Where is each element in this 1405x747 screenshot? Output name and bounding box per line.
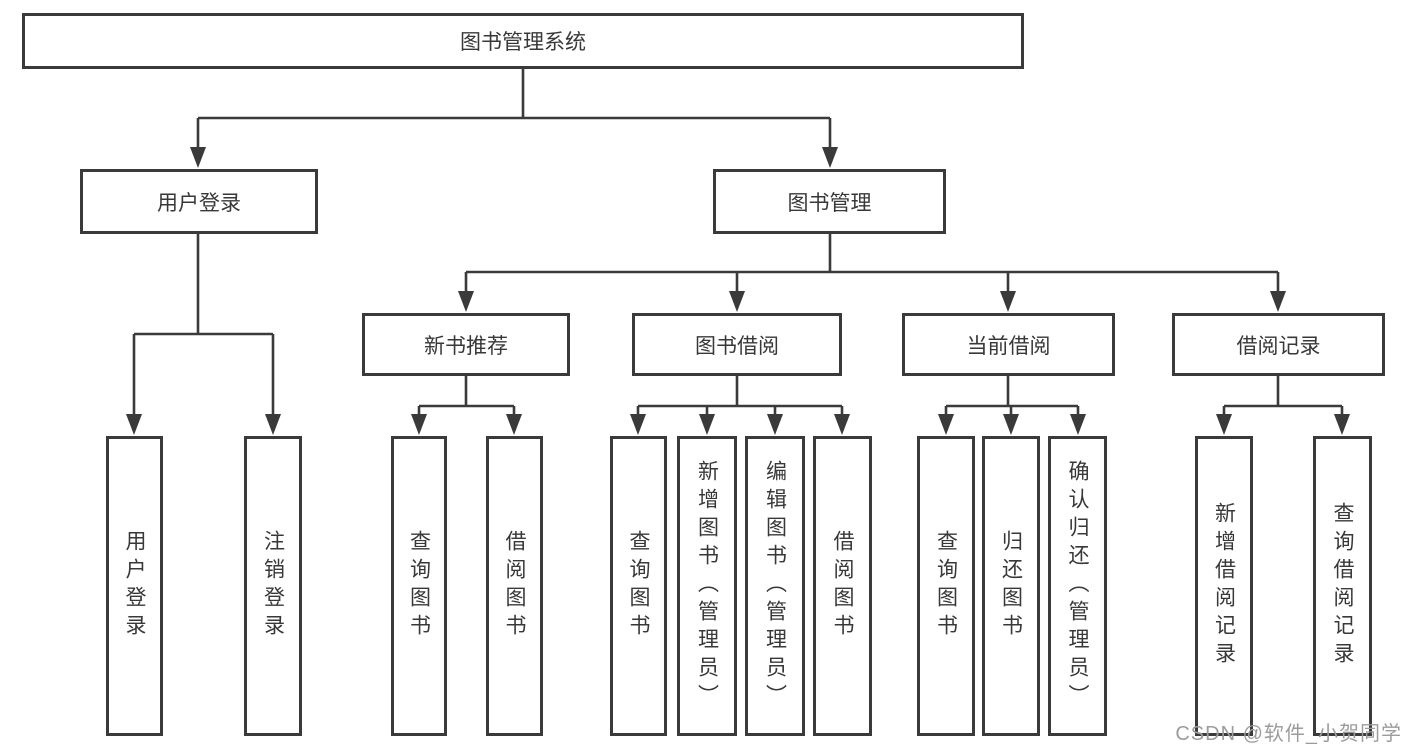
leaf-borrow-book: 借阅图书 — [813, 436, 872, 736]
node-new-book-recommend-label: 新书推荐 — [424, 334, 508, 358]
leaf-query-book-recommend-label: 查询图书 — [407, 530, 431, 642]
node-user-login: 用户登录 — [80, 169, 318, 234]
leaf-query-book-current: 查询图书 — [917, 436, 975, 736]
leaf-query-borrow-record: 查询借阅记录 — [1313, 436, 1372, 736]
node-current-borrow-label: 当前借阅 — [966, 334, 1051, 358]
leaf-query-book-borrow: 查询图书 — [610, 436, 667, 736]
leaf-edit-book-admin-label: 编辑图书（管理员） — [763, 460, 787, 712]
leaf-query-book-current-label: 查询图书 — [934, 530, 958, 642]
leaf-add-borrow-record: 新增借阅记录 — [1195, 436, 1253, 736]
node-borrow-records-label: 借阅记录 — [1236, 334, 1321, 358]
csdn-watermark: CSDN @软件_小贺同学 — [1175, 723, 1402, 745]
leaf-query-book-recommend: 查询图书 — [391, 436, 447, 736]
node-new-book-recommend: 新书推荐 — [362, 313, 570, 376]
leaf-confirm-return-admin-label: 确认归还（管理员） — [1066, 460, 1089, 712]
leaf-borrow-book-label: 借阅图书 — [831, 530, 854, 642]
leaf-edit-book-admin: 编辑图书（管理员） — [745, 436, 805, 736]
node-root-label: 图书管理系统 — [460, 31, 586, 54]
leaf-logout-label: 注销登录 — [261, 530, 285, 642]
leaf-return-book-label: 归还图书 — [999, 530, 1023, 642]
node-root: 图书管理系统 — [22, 13, 1024, 69]
node-borrow-records: 借阅记录 — [1172, 313, 1385, 376]
leaf-query-book-borrow-label: 查询图书 — [627, 530, 650, 642]
leaf-return-book: 归还图书 — [982, 436, 1040, 736]
node-book-management: 图书管理 — [713, 169, 946, 234]
leaf-add-borrow-record-label: 新增借阅记录 — [1212, 502, 1236, 670]
leaf-add-book-admin: 新增图书（管理员） — [677, 436, 737, 736]
leaf-borrow-book-recommend-label: 借阅图书 — [503, 530, 526, 642]
leaf-borrow-book-recommend: 借阅图书 — [486, 436, 543, 736]
leaf-query-borrow-record-label: 查询借阅记录 — [1331, 502, 1354, 670]
leaf-add-book-admin-label: 新增图书（管理员） — [695, 460, 719, 712]
node-user-login-label: 用户登录 — [157, 191, 241, 215]
node-current-borrow: 当前借阅 — [902, 313, 1115, 376]
leaf-user-login-label: 用户登录 — [123, 530, 146, 642]
leaf-confirm-return-admin: 确认归还（管理员） — [1048, 436, 1107, 736]
node-book-management-label: 图书管理 — [787, 191, 872, 215]
leaf-user-login: 用户登录 — [106, 436, 163, 736]
node-book-borrow: 图书借阅 — [632, 313, 842, 376]
node-book-borrow-label: 图书借阅 — [695, 334, 779, 358]
leaf-logout: 注销登录 — [244, 436, 302, 736]
